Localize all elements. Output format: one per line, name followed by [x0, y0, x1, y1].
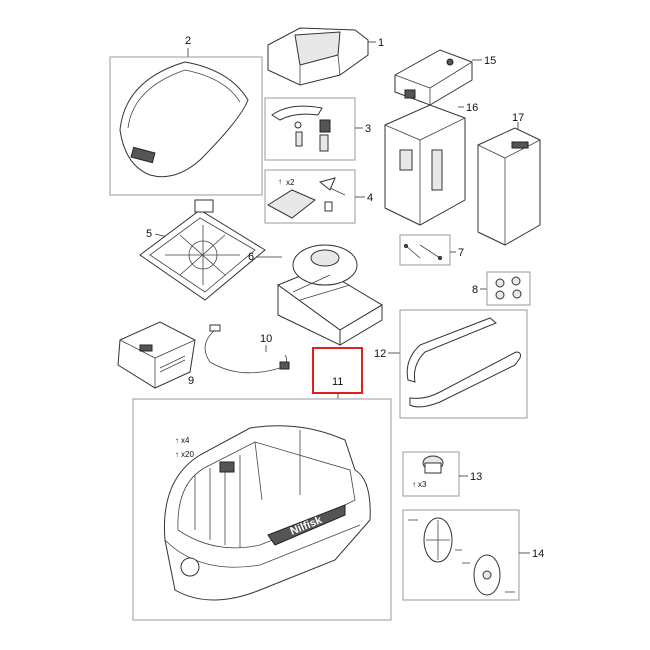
part-number-2: 2	[185, 35, 191, 47]
part-number-16: 16	[466, 102, 478, 114]
part-number-5: 5	[146, 228, 152, 240]
part-number-10: 10	[260, 333, 272, 345]
part-11[interactable]: ↑ x4 ↑ x20 Nilfisk	[132, 398, 392, 621]
part-5[interactable]: 5	[139, 199, 266, 301]
part-number-14: 14	[532, 548, 544, 560]
part-number-7: 7	[458, 247, 464, 259]
part-8[interactable]: 8	[472, 271, 531, 306]
screw-icon: ↑	[278, 177, 282, 186]
part-number-9: 9	[188, 375, 194, 387]
screw-icon: ↑	[175, 450, 179, 459]
part-11-highlight[interactable]: 11	[312, 347, 363, 399]
part-2[interactable]: 2	[109, 35, 263, 196]
part-14[interactable]: 14	[402, 509, 544, 601]
part-number-15: 15	[484, 55, 496, 67]
part-number-12: 12	[374, 348, 386, 360]
part-3[interactable]: 3	[264, 97, 371, 161]
qty-label: x3	[418, 480, 427, 489]
part-16[interactable]: 16	[384, 102, 478, 226]
part-number-11: 11	[332, 376, 343, 388]
screw-icon: ↑	[412, 480, 416, 489]
part-10[interactable]: 10	[204, 324, 290, 374]
part-6[interactable]: 6	[248, 244, 383, 346]
part-4[interactable]: ↑ x2 4	[264, 169, 373, 224]
part-9[interactable]: 9	[117, 321, 196, 389]
part-number-4: 4	[367, 192, 373, 204]
part-number-8: 8	[472, 284, 478, 296]
screw-icon: ↑	[175, 436, 179, 445]
part-17[interactable]: 17	[477, 112, 541, 246]
part-13[interactable]: ↑ x3 13	[402, 451, 482, 497]
part-7[interactable]: 7	[399, 234, 464, 266]
part-number-1: 1	[378, 37, 384, 49]
qty-label: x2	[286, 178, 295, 187]
part-15[interactable]: 15	[394, 49, 496, 106]
qty-label: x4	[181, 436, 190, 445]
qty-label: x20	[181, 450, 194, 459]
part-number-17: 17	[512, 112, 524, 124]
part-number-6: 6	[248, 251, 254, 263]
highlight-box	[312, 347, 363, 394]
part-1[interactable]: 1	[267, 27, 384, 86]
part-number-13: 13	[470, 471, 482, 483]
part-12[interactable]: 12	[374, 309, 528, 419]
part-number-3: 3	[365, 123, 371, 135]
